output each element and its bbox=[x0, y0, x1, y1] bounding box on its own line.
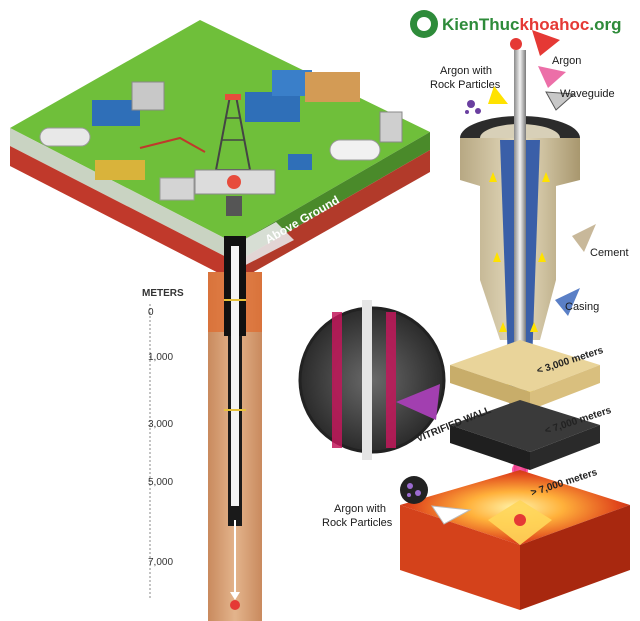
platform-left-face bbox=[10, 128, 236, 262]
argon-rock-bottom-line2: Rock Particles bbox=[322, 517, 393, 529]
depth-tick-0: 0 bbox=[148, 307, 154, 318]
particle-arrow bbox=[430, 505, 472, 525]
power-units bbox=[245, 92, 300, 122]
casing-label: Casing bbox=[565, 301, 599, 313]
watermark-part-3: .org bbox=[589, 15, 621, 34]
small-unit bbox=[288, 154, 312, 170]
borehole-waveguide bbox=[231, 246, 239, 506]
silo bbox=[379, 111, 403, 143]
cement-arrow bbox=[572, 224, 596, 252]
red-layer-right bbox=[236, 150, 430, 282]
wellhead bbox=[226, 196, 242, 216]
argon-rock-top-line2: Rock Particles bbox=[430, 79, 501, 91]
borehole-arrow bbox=[230, 592, 240, 600]
lens-waveguide bbox=[362, 300, 372, 460]
rig-beacon bbox=[227, 175, 241, 189]
ground-opening bbox=[236, 222, 294, 270]
argon-arrow bbox=[532, 30, 560, 56]
depth-tick-5000: 5,000 bbox=[148, 477, 173, 488]
settling-pond bbox=[305, 72, 360, 102]
borehole-bottom-glow bbox=[230, 600, 240, 610]
svg-text:KienThuckhoahoc.org: KienThuckhoahoc.org bbox=[442, 15, 621, 34]
depth-scale-title: METERS bbox=[142, 288, 184, 299]
derrick-top bbox=[225, 94, 241, 100]
casing-arrow bbox=[555, 288, 580, 316]
melt-hotspot bbox=[514, 514, 526, 526]
depth-scale: METERS 0 1,000 3,000 5,000 7,000 bbox=[142, 288, 184, 600]
argon-label: Argon bbox=[552, 55, 581, 67]
lens-pointer-arrow bbox=[396, 384, 440, 420]
waveguide-label: Waveguide bbox=[560, 88, 615, 100]
rock-layer-3 bbox=[400, 470, 630, 610]
watermark-part-2: khoahoc bbox=[519, 15, 589, 34]
surface-platform bbox=[10, 20, 430, 282]
argon-rock-arrow bbox=[488, 86, 508, 104]
cable bbox=[139, 136, 206, 153]
cement-label: Cement bbox=[590, 247, 629, 259]
beam-glow-top bbox=[510, 38, 522, 50]
lens-vitrified-left bbox=[332, 312, 342, 448]
generator-unit bbox=[95, 160, 145, 180]
argon-rock-top-line1: Argon with bbox=[440, 65, 492, 77]
lens-vitrified-right bbox=[386, 312, 396, 448]
watermark-part-1: KienThuc bbox=[442, 15, 519, 34]
argon-rock-bottom-line1: Argon with bbox=[334, 503, 386, 515]
depth-tick-3000: 3,000 bbox=[148, 419, 173, 430]
control-cabinet bbox=[131, 81, 165, 111]
control-house bbox=[159, 177, 195, 201]
watermark: KienThuckhoahoc.org bbox=[410, 10, 621, 38]
surface-equipment bbox=[39, 70, 403, 216]
rock-particle-callout bbox=[400, 476, 472, 525]
red-layer-left bbox=[10, 146, 236, 282]
waveguide-arrow bbox=[545, 91, 576, 111]
rock-layer-1 bbox=[450, 340, 600, 410]
rock-layer-2 bbox=[450, 400, 600, 470]
green-layer-right bbox=[236, 132, 430, 262]
argon-pink-arrow bbox=[538, 66, 566, 88]
fuel-tank bbox=[39, 127, 91, 147]
grass-top bbox=[10, 20, 430, 244]
depth-tick-7000: 7,000 bbox=[148, 557, 173, 568]
depth-tick-1000: 1,000 bbox=[148, 352, 173, 363]
top-indicators bbox=[465, 30, 596, 316]
borehole-column bbox=[208, 236, 262, 621]
vitrified-wall-lens bbox=[298, 300, 446, 460]
storage-tanks bbox=[329, 139, 381, 161]
